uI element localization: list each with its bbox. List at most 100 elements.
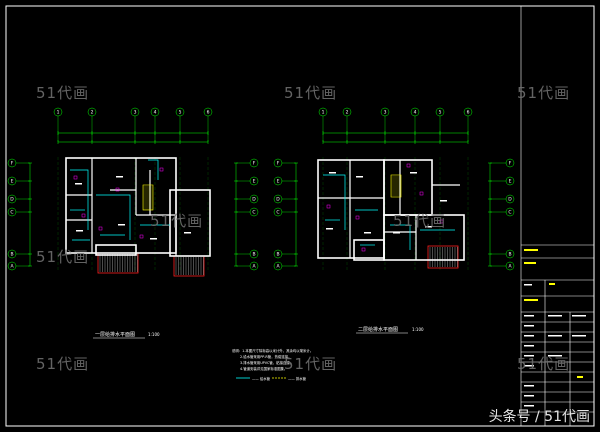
axis-label: C [276,210,279,216]
axis-label: B [508,252,511,258]
balcony-outline [427,245,459,269]
axis-bubble [203,107,213,117]
axis-bubble [150,107,160,117]
axis-label: E [253,179,256,185]
axis-label: B [276,252,279,258]
axis-bubble [273,249,283,259]
axis-bubble [130,107,140,117]
axis-label: 1 [57,110,60,116]
room-tag [329,172,336,174]
stair-outline [390,174,402,198]
wall [95,244,137,256]
note-line-1: 说明：1.本图尺寸除标高以米计外，其余均以毫米计。 [232,348,313,353]
axis-label: 6 [467,110,470,116]
watermark: 51代画 [36,355,90,373]
axis-label: F [11,161,14,167]
axis-bubble [7,207,17,217]
axis-label: 4 [154,110,157,116]
axis-label: 5 [179,110,182,116]
source-credit: 头条号 / 51代画 [488,409,590,425]
axis-bubble [273,176,283,186]
axis-label: E [509,179,512,185]
axis-bubble [273,158,283,168]
fixture [115,187,120,192]
axis-bubble [505,176,515,186]
axis-label: D [508,197,512,203]
axis-bubble [273,194,283,204]
fixture [406,163,411,168]
pipe [70,169,89,230]
room-tag [118,224,125,226]
pipe [390,224,411,250]
fixture [98,226,103,231]
axis-bubble [7,249,17,259]
axis-label: 3 [134,110,137,116]
fixture [419,191,424,196]
fixture [439,219,444,224]
axis-bubble [342,107,352,117]
room-tag [76,230,83,232]
axis-bubble [505,261,515,271]
wall [383,214,465,261]
legend-item-1: —— 给水管 [252,376,271,381]
watermark: 51代画 [284,355,338,373]
axis-bubble [380,107,390,117]
room-tag [356,176,363,178]
axis-bubble [505,194,515,204]
axis-label: 1 [322,110,325,116]
plan-left-scale: 1:100 [148,332,160,337]
watermark: 51代画 [36,84,90,102]
axis-bubble [249,176,259,186]
axis-bubble [410,107,420,117]
plan-left-title: 一层给排水平面图 [95,331,135,338]
axis-label: A [10,264,14,270]
axis-label: C [252,210,255,216]
axis-bubble [273,261,283,271]
axis-label: F [509,161,512,167]
fixture [326,204,331,209]
stair-outline [142,184,154,211]
fixture [73,175,78,180]
axis-bubble [505,249,515,259]
room-tag [364,232,371,234]
fixture [159,167,164,172]
axis-label: F [277,161,280,167]
drawing-border [5,5,595,427]
fixture [355,215,360,220]
plan-right-scale: 1:100 [412,327,424,332]
watermark: 51代画 [36,248,90,266]
plan-right-title: 二层给排水平面图 [358,326,398,333]
axis-bubble [175,107,185,117]
wall [353,239,385,261]
axis-label: F [253,161,256,167]
axis-bubble [249,158,259,168]
axis-bubble [7,158,17,168]
axis-bubble [7,176,17,186]
room-tag [410,172,417,174]
axis-bubble [7,194,17,204]
watermark: 51代画 [517,355,571,373]
note-line-3: 3.排水管采用UPVC管，粘接连接。 [240,360,293,365]
axis-label: D [252,197,256,203]
fixture [81,213,86,218]
note-line-2: 2.给水管采用PP-R管，热熔连接。 [240,354,292,359]
balcony-outline [97,252,139,274]
axis-label: A [508,264,512,270]
axis-bubble [87,107,97,117]
axis-label: C [508,210,511,216]
axis-label: E [11,179,14,185]
axis-bubble [53,107,63,117]
axis-bubble [249,194,259,204]
axis-bubble [249,249,259,259]
room-tag [150,238,157,240]
watermark: 51代画 [393,212,447,230]
note-line-4: 4.管道安装详见国家标准图集。 [240,366,287,371]
room-tag [440,200,447,202]
axis-label: B [252,252,255,258]
pipe [96,194,131,240]
axis-label: D [276,197,280,203]
axis-label: E [277,179,280,185]
